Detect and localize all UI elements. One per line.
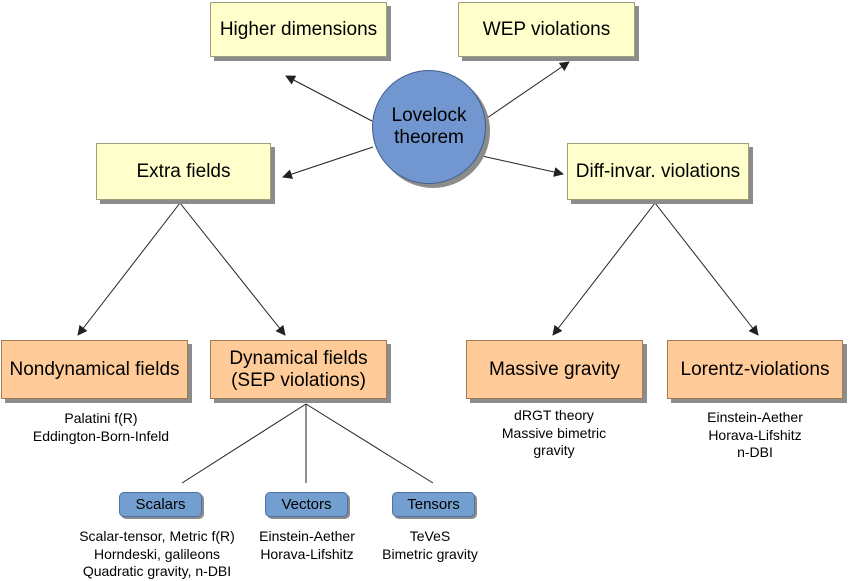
node-dynamical-fields: Dynamical fields (SEP violations) bbox=[210, 340, 387, 399]
example-item: Einstein-Aether bbox=[259, 528, 355, 544]
node-dynamical-fields-line2: (SEP violations) bbox=[231, 369, 366, 391]
edge-extra-to-dynamical bbox=[179, 202, 286, 336]
pill-tensors-label: Tensors bbox=[407, 496, 460, 513]
example-item: Horava-Lifshitz bbox=[708, 426, 802, 443]
node-lorentz-violations: Lorentz-violations bbox=[667, 340, 843, 399]
edge-dynamical-to-tensors bbox=[305, 403, 434, 484]
edge-diff-to-massive bbox=[552, 202, 656, 336]
node-higher-dimensions-label: Higher dimensions bbox=[219, 18, 378, 40]
node-wep-violations: WEP violations bbox=[458, 2, 635, 57]
edge-center-to-higher-dimensions bbox=[285, 75, 373, 122]
node-higher-dimensions: Higher dimensions bbox=[210, 2, 387, 57]
edge-center-to-diff-invar bbox=[481, 155, 564, 177]
node-dynamical-fields-line1: Dynamical fields bbox=[229, 347, 368, 369]
center-label-line2: theorem bbox=[394, 127, 464, 148]
example-item: Palatini f(R) bbox=[64, 410, 138, 426]
node-massive-gravity: Massive gravity bbox=[466, 340, 643, 399]
pill-scalars: Scalars bbox=[119, 492, 202, 517]
examples-vectors: Einstein-Aether Horava-Lifshitz bbox=[247, 528, 367, 563]
example-item: Einstein-Aether bbox=[707, 409, 803, 425]
edge-diff-to-lorentz bbox=[654, 202, 759, 336]
node-nondynamical-fields: Nondynamical fields bbox=[1, 340, 188, 399]
examples-lorentz-violations: Einstein-Aether Horava-Lifshitz n-DBI bbox=[680, 409, 830, 462]
edge-extra-to-nondynamical bbox=[77, 202, 181, 336]
example-item: Bimetric gravity bbox=[382, 545, 478, 562]
pill-vectors-label: Vectors bbox=[281, 496, 332, 513]
example-item: Horndeski, galileons bbox=[93, 545, 221, 562]
node-diff-invar-violations: Diff-invar. violations bbox=[567, 143, 749, 200]
examples-nondynamical: Palatini f(R) Eddington-Born-Infeld bbox=[2, 410, 200, 445]
examples-scalars: Scalar-tensor, Metric f(R) Horndeski, ga… bbox=[62, 528, 252, 581]
node-extra-fields-label: Extra fields bbox=[136, 160, 231, 182]
pill-scalars-label: Scalars bbox=[135, 496, 186, 513]
example-item: Quadratic gravity, n-DBI bbox=[82, 563, 232, 579]
center-label-line1: Lovelock bbox=[391, 105, 467, 126]
edge-dynamical-to-scalars bbox=[181, 403, 307, 484]
example-item: Scalar-tensor, Metric f(R) bbox=[79, 528, 235, 544]
examples-tensors: TeVeS Bimetric gravity bbox=[370, 528, 490, 563]
example-item: n-DBI bbox=[737, 444, 773, 460]
node-massive-gravity-label: Massive gravity bbox=[489, 358, 620, 380]
pill-vectors: Vectors bbox=[265, 492, 348, 517]
node-diff-invar-violations-label: Diff-invar. violations bbox=[575, 160, 741, 182]
node-lovelock-theorem: Lovelock theorem bbox=[372, 70, 486, 184]
edge-center-to-extra-fields bbox=[282, 146, 374, 179]
pill-tensors: Tensors bbox=[392, 492, 475, 517]
node-nondynamical-fields-label: Nondynamical fields bbox=[9, 358, 180, 380]
example-item: gravity bbox=[533, 442, 575, 458]
example-item: Massive bimetric bbox=[501, 424, 607, 441]
example-item: dRGT theory bbox=[514, 407, 594, 423]
example-item: Horava-Lifshitz bbox=[260, 545, 354, 562]
example-item: Eddington-Born-Infeld bbox=[32, 427, 170, 444]
example-item: TeVeS bbox=[409, 528, 451, 544]
node-wep-violations-label: WEP violations bbox=[482, 18, 611, 40]
examples-massive-gravity: dRGT theory Massive bimetric gravity bbox=[480, 407, 628, 460]
edge-center-to-wep-violations bbox=[486, 61, 570, 119]
node-lorentz-violations-label: Lorentz-violations bbox=[680, 358, 830, 380]
node-extra-fields: Extra fields bbox=[96, 143, 271, 200]
